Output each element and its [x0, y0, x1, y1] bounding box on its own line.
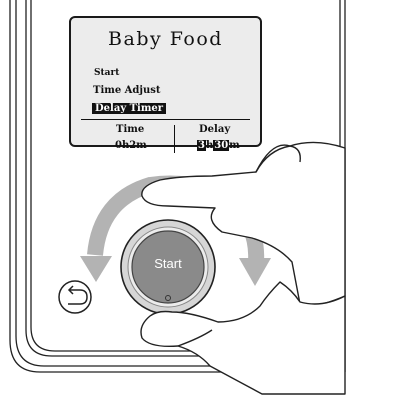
delay-minutes-unit: m: [229, 140, 240, 151]
menu-item-delay-timer[interactable]: Delay Timer: [92, 103, 166, 114]
menu-item-time-adjust[interactable]: Time Adjust: [93, 85, 161, 96]
lcd-divider: [81, 119, 250, 120]
delay-hours: 3: [197, 140, 206, 151]
menu-item-start[interactable]: Start: [94, 68, 119, 78]
back-button[interactable]: [59, 281, 91, 313]
delay-value: 3h30m: [197, 140, 240, 151]
delay-label: Delay: [199, 124, 230, 135]
delay-minutes: 30: [213, 140, 229, 151]
lcd-column-divider: [174, 125, 175, 153]
start-dial-label: Start: [148, 256, 188, 271]
time-value: 0h2m: [115, 140, 147, 151]
lcd-display: Baby Food Start Time Adjust Delay Timer …: [69, 16, 262, 147]
time-label: Time: [116, 124, 144, 135]
program-title: Baby Food: [71, 28, 260, 50]
